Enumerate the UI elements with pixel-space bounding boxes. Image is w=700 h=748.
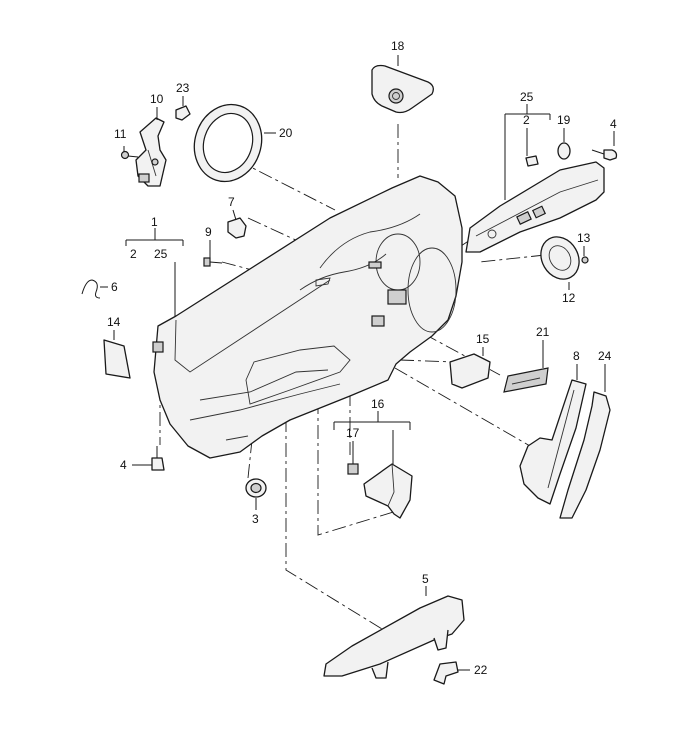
part-5-armrest	[323, 595, 465, 679]
callout-19: 19	[557, 113, 571, 127]
callout-15: 15	[476, 332, 490, 346]
callout-16: 16	[371, 397, 385, 411]
part-1-door-panel	[152, 175, 463, 459]
callout-4-bottom: 4	[120, 458, 127, 472]
part-16-pocket-bracket	[363, 463, 413, 519]
part-21-badge	[503, 367, 549, 393]
part-24-strip-trim	[559, 391, 611, 519]
callout-13: 13	[577, 231, 591, 245]
part-11-screw	[120, 150, 139, 160]
callout-7: 7	[228, 195, 235, 209]
part-23-clip	[175, 105, 191, 121]
callout-14: 14	[107, 315, 121, 329]
part-6-spring-clip	[81, 279, 101, 299]
callout-20: 20	[279, 126, 293, 140]
part-2-clip-top	[525, 155, 539, 167]
part-8-pocket-trim	[519, 379, 587, 505]
callout-22: 22	[474, 663, 488, 677]
callout-2-left: 2	[130, 247, 137, 261]
callout-3: 3	[252, 512, 259, 526]
callout-1: 1	[151, 215, 158, 229]
callout-10: 10	[150, 92, 164, 106]
callout-9: 9	[205, 225, 212, 239]
callout-8: 8	[573, 349, 580, 363]
callout-17: 17	[346, 426, 360, 440]
part-19-grommet	[557, 142, 571, 160]
part-13-screw	[581, 256, 589, 264]
part-20-seal-ring	[193, 103, 263, 183]
part-15-trim	[449, 353, 491, 389]
callout-25-top: 25	[520, 90, 534, 104]
part-17-clip	[347, 463, 359, 475]
part-4-screw-top	[591, 149, 618, 161]
callout-11: 11	[114, 127, 127, 141]
part-18-mirror-cover	[371, 64, 434, 114]
callout-23: 23	[176, 81, 190, 95]
part-10-door-handle-mechanism	[135, 117, 167, 187]
part-9-screw	[203, 257, 223, 267]
part-14-trim-cover	[103, 339, 131, 379]
callout-21: 21	[536, 325, 550, 339]
part-12-speaker-cover	[540, 236, 580, 280]
callout-5: 5	[422, 572, 429, 586]
part-25-switch-panel	[465, 161, 605, 253]
part-3-grommet	[245, 478, 267, 498]
callout-6: 6	[111, 280, 118, 294]
callout-2-top: 2	[523, 113, 530, 127]
callout-24: 24	[598, 349, 612, 363]
callout-4-top: 4	[610, 117, 617, 131]
callout-25-left: 25	[154, 247, 168, 261]
leader-lines	[100, 55, 615, 671]
callout-18: 18	[391, 39, 405, 53]
callout-12: 12	[562, 291, 576, 305]
part-22-bracket	[433, 661, 459, 685]
part-7-clip	[227, 217, 247, 239]
part-4-screw-bottom	[151, 446, 165, 471]
callout-labels: 18 23 10 11 20 25 2 19 4 7 9 1 2 25 13 6…	[107, 39, 617, 677]
